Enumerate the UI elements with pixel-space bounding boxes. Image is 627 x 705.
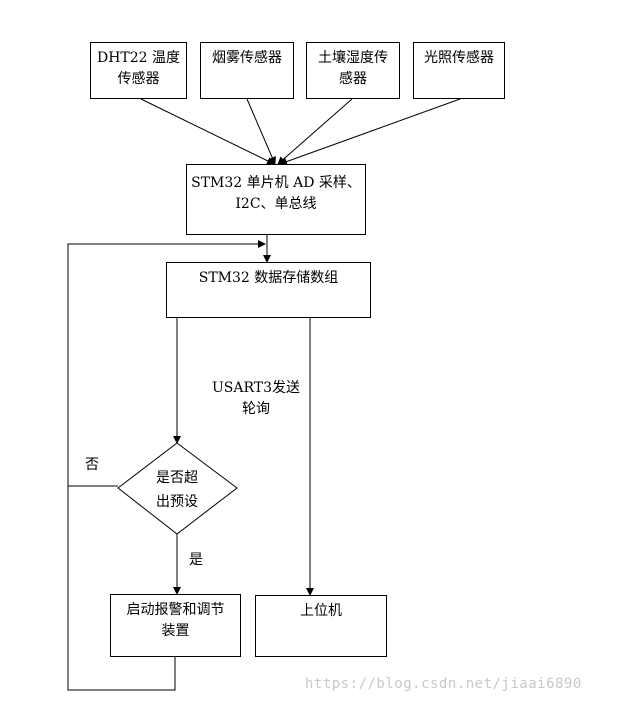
usart-label: USART3发送 轮询 xyxy=(211,380,301,417)
decision-label: 是否超 出预设 xyxy=(156,470,198,510)
mcu-box: STM32 单片机 AD 采样、 I2C、单总线 xyxy=(186,164,366,235)
arrow-light-to-mcu xyxy=(279,98,461,166)
arrow-dht22-to-mcu xyxy=(140,98,275,165)
no-label: 否 xyxy=(85,457,99,473)
host-box: 上位机 xyxy=(255,595,387,657)
decision-diamond xyxy=(117,442,238,535)
sensor-box-light: 光照传感器 xyxy=(413,42,505,99)
yes-label: 是 xyxy=(189,552,203,568)
loop-back-line xyxy=(67,240,266,691)
storage-box: STM32 数据存储数组 xyxy=(166,262,371,318)
arrow-soil-to-mcu xyxy=(277,98,353,165)
sensor-box-smoke: 烟雾传感器 xyxy=(200,42,294,99)
watermark: https://blog.csdn.net/jiaai6890 xyxy=(305,676,582,692)
arrow-smoke-to-mcu xyxy=(246,98,276,165)
sensor-box-dht22: DHT22 温度 传感器 xyxy=(90,42,187,99)
alarm-box: 启动报警和调节 装置 xyxy=(110,594,241,657)
sensor-box-soil: 土壤湿度传 感器 xyxy=(306,42,400,99)
